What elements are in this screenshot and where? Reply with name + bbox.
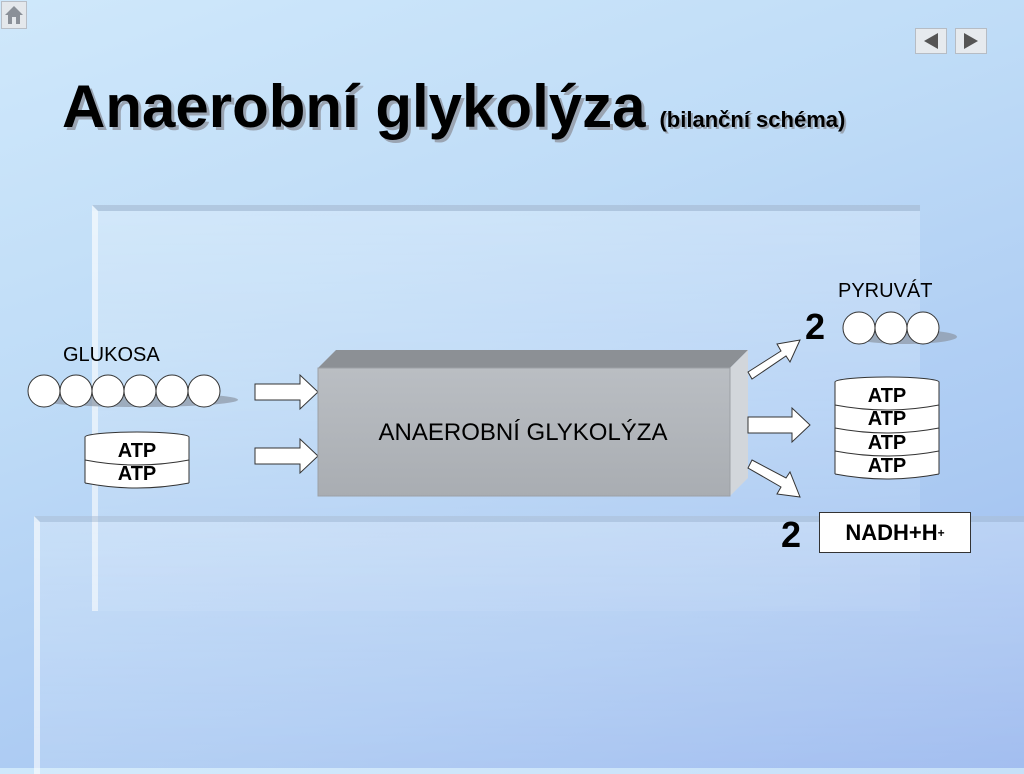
output-atp-stack	[834, 376, 940, 480]
process-label: ANAEROBNÍ GLYKOLÝZA	[378, 419, 668, 446]
nadh-box: NADH+H+	[819, 512, 971, 553]
nadh-count: 2	[781, 514, 802, 555]
input-arrow-glucose	[254, 373, 319, 411]
carbon-bead	[59, 374, 93, 408]
output-atp-2: ATP	[867, 408, 907, 430]
output-atp-3: ATP	[867, 432, 907, 454]
carbon-bead	[123, 374, 157, 408]
pyruvate-count: 2	[805, 306, 826, 347]
home-icon	[5, 6, 23, 24]
title-main: Anaerobní glykolýza	[62, 73, 646, 140]
carbon-bead	[27, 374, 61, 408]
output-arrow-nadh	[747, 459, 801, 498]
decorative-panel-lower	[34, 516, 1024, 774]
nadh-superscript: +	[937, 525, 945, 540]
output-arrow-atp	[747, 406, 811, 444]
triangle-left-icon	[924, 33, 938, 49]
input-atp-2: ATP	[117, 463, 157, 485]
process-box-front	[317, 367, 731, 497]
carbon-bead	[906, 311, 940, 345]
process-box-side	[730, 350, 748, 496]
pyruvate-chain	[842, 311, 957, 345]
glucose-chain	[27, 374, 238, 408]
output-arrow-pyruvate	[747, 339, 801, 380]
slide-title: Anaerobní glykolýza (bilanční schéma)	[62, 72, 845, 141]
carbon-bead	[187, 374, 221, 408]
process-box-top	[318, 350, 748, 368]
carbon-bead	[874, 311, 908, 345]
glucose-label: GLUKOSA	[63, 344, 160, 366]
carbon-bead	[91, 374, 125, 408]
input-atp-stack	[84, 431, 190, 489]
home-button[interactable]	[1, 1, 27, 29]
carbon-bead	[842, 311, 876, 345]
title-subtitle: (bilanční schéma)	[659, 107, 846, 132]
next-slide-button[interactable]	[955, 28, 987, 54]
output-atp-4: ATP	[867, 455, 907, 477]
pyruvate-label: PYRUVÁT	[838, 280, 933, 302]
carbon-bead	[155, 374, 189, 408]
nadh-label: NADH+H	[845, 519, 938, 545]
output-atp-1: ATP	[867, 385, 907, 407]
triangle-right-icon	[964, 33, 978, 49]
input-arrow-atp	[254, 437, 319, 475]
input-atp-1: ATP	[117, 440, 157, 462]
previous-slide-button[interactable]	[915, 28, 947, 54]
